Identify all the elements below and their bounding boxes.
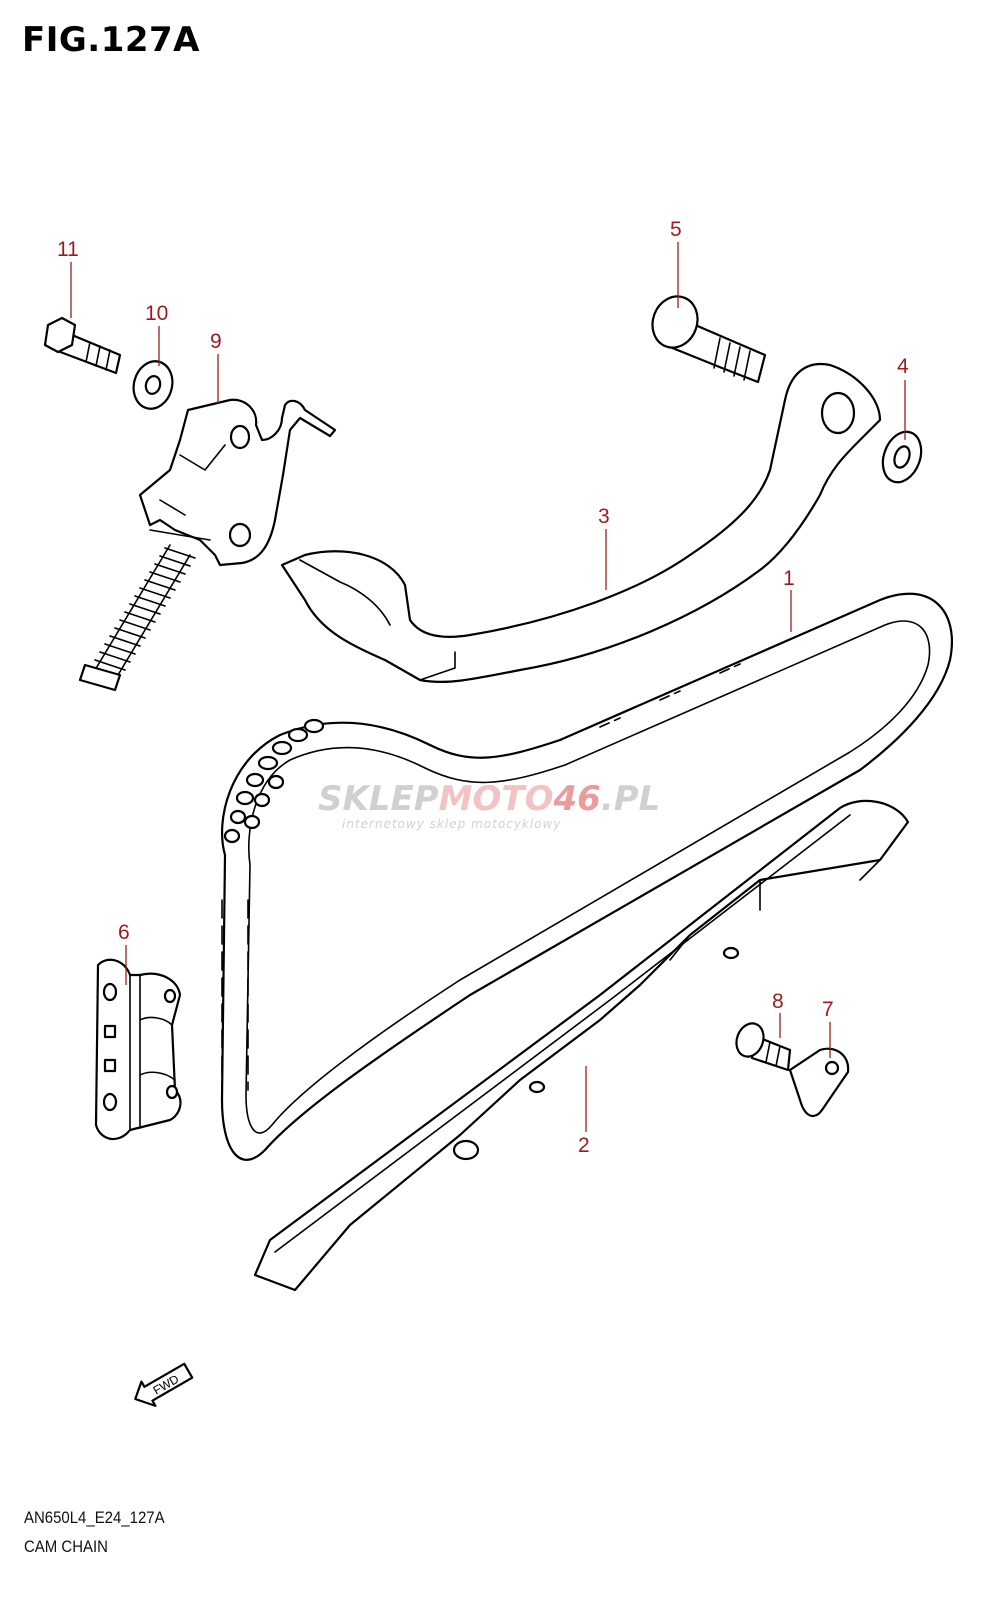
- callout-7: 7: [822, 998, 834, 1021]
- shoulder-bolt-5[interactable]: [645, 290, 767, 384]
- cam-chain[interactable]: [220, 592, 953, 1161]
- model-code: AN650L4_E24_127A: [24, 1508, 165, 1527]
- callout-11: 11: [57, 238, 79, 261]
- callout-2: 2: [578, 1134, 590, 1157]
- tensioner-arm[interactable]: [280, 362, 882, 684]
- callout-5: 5: [670, 218, 682, 241]
- chain-links-detail: [223, 718, 325, 844]
- callout-4: 4: [897, 355, 909, 378]
- watermark-part-1: SKLEP: [318, 779, 439, 819]
- screw-8[interactable]: [732, 1020, 792, 1072]
- washer-10[interactable]: [128, 357, 177, 413]
- callout-8: 8: [772, 990, 784, 1013]
- callout-leaders: [70, 242, 906, 1132]
- bolt-11[interactable]: [43, 316, 122, 375]
- watermark-part-2: MOTO: [439, 779, 554, 819]
- clamp-7[interactable]: [788, 1047, 850, 1118]
- callout-numbers: 1 2 3 4 5 6 7 8 9 10 11: [57, 218, 909, 1157]
- watermark-part-4: .PL: [601, 779, 661, 819]
- callout-3: 3: [598, 505, 610, 528]
- callout-1: 1: [783, 567, 795, 590]
- fwd-direction-marker: FWD: [134, 1362, 194, 1407]
- watermark-part-3: 46: [553, 779, 601, 819]
- svg-text:SKLEPMOTO46.PL: SKLEPMOTO46.PL: [318, 779, 660, 819]
- callout-6: 6: [118, 921, 130, 944]
- figure-title: FIG.127A: [22, 20, 200, 60]
- callout-9: 9: [210, 330, 222, 353]
- tensioner-adjuster-9[interactable]: [78, 398, 337, 692]
- watermark-tagline: internetowy sklep motocyklowy: [342, 817, 561, 831]
- watermark: SKLEPMOTO46.PL internetowy sklep motocyk…: [318, 779, 660, 831]
- section-name: CAM CHAIN: [24, 1537, 108, 1556]
- retainer-plate-6[interactable]: [94, 958, 182, 1141]
- washer-4[interactable]: [876, 426, 928, 487]
- chain-guide[interactable]: [253, 799, 910, 1292]
- callout-10: 10: [145, 302, 168, 325]
